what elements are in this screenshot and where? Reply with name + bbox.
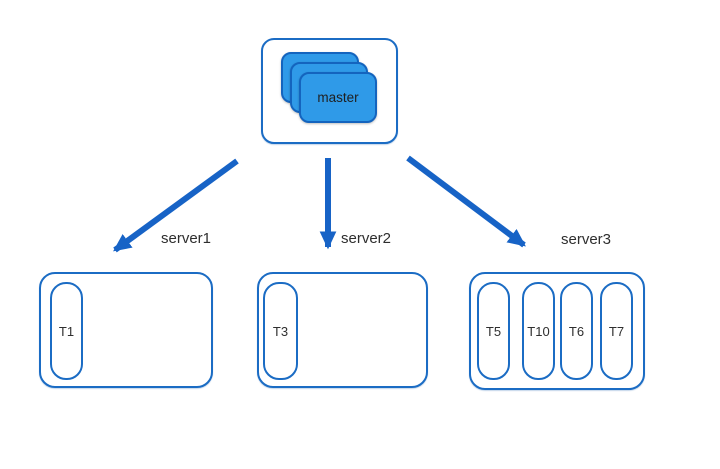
tablet-pill: T7 <box>600 282 633 380</box>
arrow-master-to-server3 <box>406 155 526 248</box>
tablet-pill: T3 <box>263 282 298 380</box>
master-label: master <box>317 90 359 105</box>
master-card-front: master <box>299 72 377 123</box>
tablet-pill: T6 <box>560 282 593 380</box>
tablet-pill: T5 <box>477 282 510 380</box>
server3-box: T5 T10 T6 T7 <box>469 272 645 390</box>
tablet-pill: T10 <box>522 282 555 380</box>
tablet-label: T1 <box>58 323 75 339</box>
tablet-label: T10 <box>527 323 550 339</box>
server2-box: T3 <box>257 272 428 388</box>
server1-box: T1 <box>39 272 213 388</box>
server1-label: server1 <box>161 230 212 247</box>
tablet-label: T3 <box>272 323 289 339</box>
tablet-label: T6 <box>568 323 585 339</box>
tablet-pill: T1 <box>50 282 83 380</box>
tablet-label: T7 <box>608 323 625 339</box>
master-box: master <box>261 38 398 144</box>
server2-label: server2 <box>341 230 392 247</box>
server3-label: server3 <box>561 231 612 248</box>
tablet-label: T5 <box>485 323 502 339</box>
